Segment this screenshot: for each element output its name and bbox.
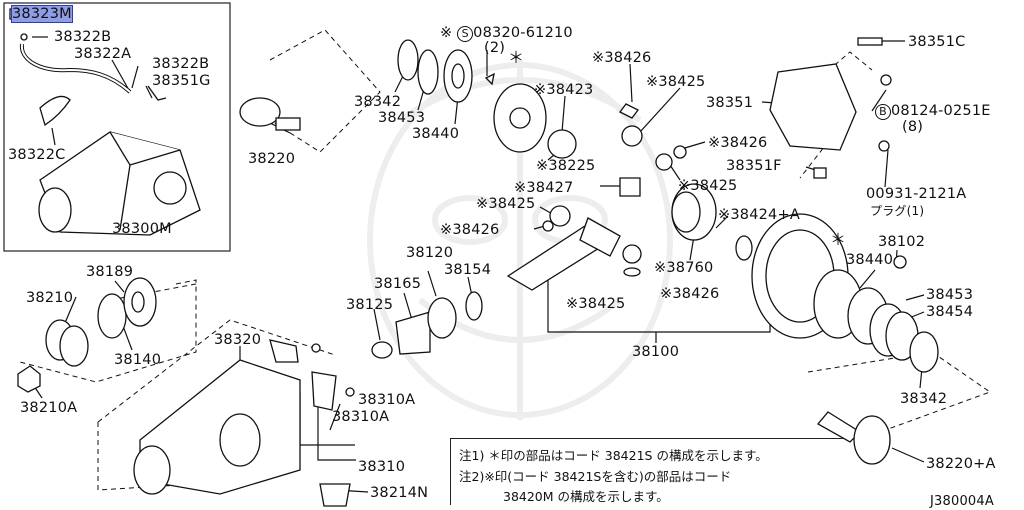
part-38322B-right[interactable]: 38322B: [152, 56, 210, 72]
note-1: 注1) ＊印の部品はコード 38421S の構成を示します。: [459, 448, 768, 463]
asterisk-mark-b: ＊: [830, 230, 847, 249]
circle-b-icon: B: [875, 104, 891, 120]
part-08320-qty: (2): [484, 40, 506, 56]
part-38425-d[interactable]: ※38425: [566, 296, 626, 312]
part-38310[interactable]: 38310: [358, 459, 406, 475]
part-38322B-top[interactable]: 38322B: [54, 29, 112, 45]
highlighted-part-number[interactable]: 38323M: [11, 5, 73, 23]
part-38220[interactable]: 38220: [248, 151, 296, 167]
part-08124-qty: (8): [902, 119, 924, 135]
part-38210[interactable]: 38210: [26, 290, 74, 306]
note-2: 注2)※印(コード 38421Sを含む)の部品はコード: [459, 469, 732, 484]
kome-mark: ※: [440, 25, 453, 41]
part-38440-top[interactable]: 38440: [412, 126, 460, 142]
part-38426-b[interactable]: ※38426: [708, 135, 768, 151]
circle-s-icon: S: [457, 26, 474, 42]
part-38189[interactable]: 38189: [86, 264, 134, 280]
inset-frame: [3, 2, 231, 252]
part-38154[interactable]: 38154: [444, 262, 492, 278]
part-38125[interactable]: 38125: [346, 297, 394, 313]
part-38351[interactable]: 38351: [706, 95, 754, 111]
note-3: 38420M の構成を示します。: [503, 489, 669, 504]
part-38425-c[interactable]: ※38425: [476, 196, 536, 212]
part-38310A-a[interactable]: 38310A: [358, 392, 416, 408]
part-38760[interactable]: ※38760: [654, 260, 714, 276]
part-38423[interactable]: ※38423: [534, 82, 594, 98]
part-38427[interactable]: ※38427: [514, 180, 574, 196]
part-38453-top[interactable]: 38453: [378, 110, 426, 126]
part-38210A[interactable]: 38210A: [20, 400, 78, 416]
part-38425-a[interactable]: ※38425: [646, 74, 706, 90]
asterisk-mark-a: ＊: [508, 48, 525, 67]
part-38453-right[interactable]: 38453: [926, 287, 974, 303]
part-38351F[interactable]: 38351F: [726, 158, 782, 174]
part-38102[interactable]: 38102: [878, 234, 926, 250]
part-38342-right[interactable]: 38342: [900, 391, 948, 407]
part-38140[interactable]: 38140: [114, 352, 162, 368]
part-38426-c[interactable]: ※38426: [440, 222, 500, 238]
part-38426-d[interactable]: ※38426: [660, 286, 720, 302]
part-38120[interactable]: 38120: [406, 245, 454, 261]
part-38220A[interactable]: 38220+A: [926, 456, 996, 472]
part-00931-plug: プラグ(1): [870, 204, 925, 218]
part-00931-2121A[interactable]: 00931-2121A: [866, 186, 967, 202]
part-38425-b[interactable]: ※38425: [678, 178, 738, 194]
part-38100[interactable]: 38100: [632, 344, 680, 360]
part-38322C[interactable]: 38322C: [8, 147, 66, 163]
part-38225[interactable]: ※38225: [536, 158, 596, 174]
part-38165[interactable]: 38165: [374, 276, 422, 292]
part-38300M[interactable]: 38300M: [112, 221, 172, 237]
part-38440-right[interactable]: 38440: [846, 252, 894, 268]
part-38424A[interactable]: ※38424+A: [718, 207, 800, 223]
part-38323M[interactable]: 38323M: [11, 5, 73, 23]
part-38320[interactable]: 38320: [214, 332, 262, 348]
part-38351C[interactable]: 38351C: [908, 34, 966, 50]
part-38426-a[interactable]: ※38426: [592, 50, 652, 66]
notes-box: 注1) ＊印の部品はコード 38421S の構成を示します。 注2)※印(コード…: [450, 438, 843, 505]
part-38342-top[interactable]: 38342: [354, 94, 402, 110]
part-38310A-b[interactable]: 38310A: [332, 409, 390, 425]
part-drawings: [9, 8, 939, 507]
part-38322A[interactable]: 38322A: [74, 46, 132, 62]
part-38454[interactable]: 38454: [926, 304, 974, 320]
diagram-id: J380004A: [930, 494, 994, 509]
part-38214N[interactable]: 38214N: [370, 485, 429, 501]
part-38351G[interactable]: 38351G: [152, 73, 211, 89]
